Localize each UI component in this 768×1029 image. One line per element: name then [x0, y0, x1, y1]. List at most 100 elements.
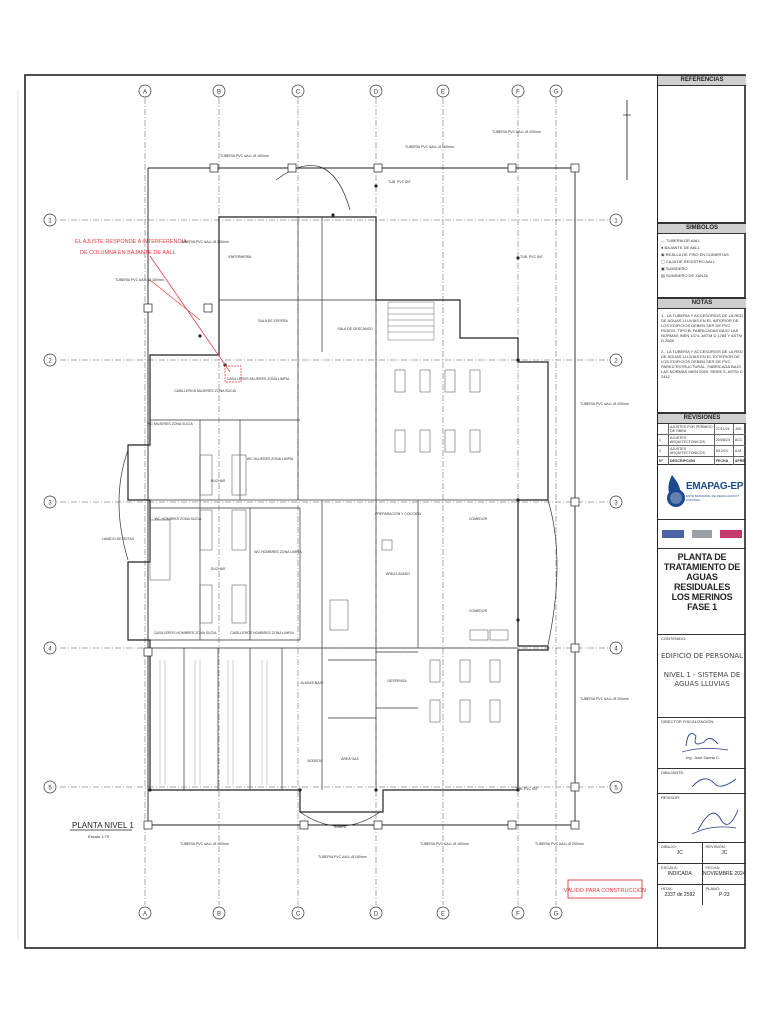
symbol-row: ● BAJANTE DE AALL: [661, 245, 700, 250]
room-casilleros-hombres-sucia: CASILLEROS HOMBRES ZONA SUCIA: [154, 631, 217, 635]
project-title-1: PLANTA DE: [677, 552, 727, 562]
title-block: REFERENCIAS SIMBOLOS ― TUBERIA DE AALL ●…: [657, 75, 746, 948]
revisor-signature: [691, 809, 739, 835]
room-almacenaje: ALMACENAJE: [300, 681, 324, 685]
room-casilleros-mujeres-sucia: CASILLEROS MUJERES ZONA SUCIA: [174, 389, 237, 393]
contenido-3: AGUAS LLUVIAS: [674, 680, 730, 688]
room-wc-mujeres-limpia: WC MUJERES ZONA LIMPIA: [247, 457, 294, 461]
room-duchas-1: DUCHAS: [211, 479, 226, 483]
escala-cell: ESCALA: INDICADA: [658, 864, 703, 884]
director-name: Ing. José Saona C.: [686, 755, 721, 760]
room-area-gas: ÁREA GAS: [341, 757, 359, 761]
grid-row-4: 4: [48, 647, 52, 653]
room-comedor-2: COMEDOR: [469, 609, 488, 613]
hoja-row: HOJA: 2337 de 2592 PLANO: P-23: [658, 885, 746, 905]
pipe-label-right-2: TUBERIA PVC AALL Ø 200mm: [580, 697, 629, 701]
revision-row: AJUSTES POR PERMISO DE OBRA 27/11/24 JAS: [658, 424, 746, 435]
dibujante-label: DIBUJANTE:: [661, 770, 685, 775]
view-scale: Escala 1:75: [88, 834, 110, 839]
room-sala-descanso: SALA DE DESCANSO: [337, 327, 372, 331]
director-block: DIRECTOR FISCALIZACIÓN: Ing. José Saona …: [658, 718, 746, 769]
room-despensa: DESPENSA: [387, 679, 407, 683]
pipe-label-top-1: TUBERIA PVC AALL Ø 160mm: [220, 154, 269, 158]
revision-row: 2 AJUSTES ARQUITECTONICOS 5/12/24 A.M: [658, 445, 746, 457]
valid-stamp: VÁLIDO PARA CONSTRUCCIÓN: [564, 887, 646, 894]
grid-row-2: 2: [48, 359, 52, 365]
symbol-row: ◉ REJILLA DE PISO EN CUBIERTAS: [661, 252, 729, 257]
dibujo-row: DIBUJO: JC REVISIÓN: JC: [658, 843, 746, 864]
project-title-2: TRATAMIENTO DE: [663, 562, 741, 572]
pipe-label-bottom-1: TUBERIA PVC AALL Ø 160mm: [180, 842, 229, 846]
emapag-logo: [667, 475, 685, 507]
dibujante-block: DIBUJANTE:: [658, 769, 746, 794]
room-duchas-2: DUCHAS: [211, 567, 226, 571]
symbol-row: ▤ SUMIDERO DE ZANJA: [661, 273, 708, 278]
room-area-lavado: ÁREA LAVADO: [386, 572, 410, 576]
contenido-1: EDIFICIO DE PERSONAL: [660, 652, 744, 660]
revision-cell: REVISIÓN: JC: [705, 844, 728, 856]
partner-logos: [658, 520, 746, 549]
room-bodega: BODEGA: [308, 759, 324, 763]
brand-name: EMAPAG-EP: [686, 481, 744, 492]
room-casilleros-mujeres-limpia: CASILLEROS MUJERES ZONA LIMPIA: [227, 377, 290, 381]
revisions-table: AJUSTES POR PERMISO DE OBRA 27/11/24 JAS…: [658, 424, 746, 465]
grid-row-5: 5: [48, 786, 52, 792]
director-signature: [681, 733, 729, 753]
grid-col-c-bottom: C: [296, 912, 301, 918]
grid-col-g-bottom: G: [554, 912, 559, 918]
room-enfermeria: ENFERMERÍA: [229, 255, 253, 259]
grid-col-e: E: [441, 90, 445, 96]
pipe-label-bottom-3: TUBERIA PVC AALL Ø 160mm: [420, 842, 469, 846]
red-note-line1: EL AJUSTE RESPONDE A INTERFERENCIA: [75, 239, 187, 245]
escala-row: ESCALA: INDICADA FECHA: NOVIEMBRE 2024: [658, 864, 746, 885]
symbol-row: ▢ CAJA DE REGISTRO AALL: [661, 259, 716, 264]
note-2: 2.- LA TUBERIA Y ACCESORIOS DE LA RED DE…: [661, 349, 743, 379]
contenido-label: CONTENIDO:: [661, 636, 687, 641]
grid-col-b: B: [217, 90, 221, 96]
grid-row-3-right: 3: [614, 501, 618, 507]
pipe-label-left-1: TUBERIA PVC AALL Ø 160mm: [180, 240, 229, 244]
grid-col-b-bottom: B: [217, 912, 221, 918]
pipe-label-bottom-2: TUBERIA PVC AALL Ø 160mm: [318, 855, 367, 859]
grid-col-a: A: [143, 90, 147, 96]
project-title-block: PLANTA DE TRATAMIENTO DE AGUAS RESIDUALE…: [658, 549, 746, 635]
revision-row: 1 AJUSTES ARQUITECTONICOS 20/08/24 ACC: [658, 434, 746, 446]
dibujo-cell: DIBUJO: JC: [658, 843, 703, 863]
referencias-header: REFERENCIAS: [658, 75, 746, 86]
grid-col-d: D: [374, 90, 379, 96]
partner-logo-1: [662, 530, 684, 538]
notas-header: NOTAS: [658, 298, 746, 309]
room-lavado-botas: LAVADO DE BOTAS: [102, 537, 135, 541]
contenido-block: CONTENIDO: EDIFICIO DE PERSONAL NIVEL 1 …: [658, 635, 746, 718]
fecha-cell: FECHA: NOVIEMBRE 2024: [702, 865, 746, 877]
grid-col-d-bottom: D: [374, 912, 379, 918]
contenido-2: NIVEL 1 - SISTEMA DE: [663, 671, 741, 679]
project-title-3: AGUAS RESIDUALES: [673, 572, 730, 592]
grid-row-1-right: 1: [614, 219, 618, 225]
grid-row-5-right: 5: [614, 786, 618, 792]
stamp-frame: [567, 879, 643, 899]
notes-area: 1.- LA TUBERIA Y ACCESORIOS DE LA RED DE…: [658, 309, 746, 413]
downpipe-label-1: TUB. PVC Ø4": [388, 180, 412, 184]
grid-row-4-right: 4: [614, 647, 618, 653]
pipe-label-top-3: TUBERIA PVC AALL Ø 200mm: [492, 130, 541, 134]
room-comedor-1: COMEDOR: [469, 517, 488, 521]
brand-sub: ENTE MUNICIPAL DE REGULACIÓN Y CONTROL: [686, 494, 740, 502]
downpipe-label-2: TUB. PVC Ø4": [520, 255, 544, 259]
referencias-area: [658, 86, 746, 223]
pipe-label-bottom-4: TUBERIA PVC AALL Ø 200mm: [535, 842, 584, 846]
grid-row-3: 3: [48, 501, 52, 507]
room-wc-hombres-limpia: WC HOMBRES ZONA LIMPIA: [254, 550, 302, 554]
dibujante-signature: [691, 778, 737, 788]
pipe-label-left-2: TUBERIA PVC AALL Ø 160mm: [115, 278, 164, 282]
revision-header-row: N° DESCRIPCIÓN FECHA APRB: [658, 456, 746, 465]
revisor-label: REVISOR:: [661, 795, 681, 800]
partner-logo-2: [692, 530, 712, 538]
pipe-label-top-2: TUBERIA PVC AALL Ø 160mm: [405, 145, 454, 149]
room-sala-espera: SALA DE ESPERA: [258, 319, 288, 323]
grid-col-g: G: [554, 90, 559, 96]
downpipe-label-3: TUB. PVC Ø4": [515, 787, 539, 791]
grid-col-c: C: [296, 90, 301, 96]
